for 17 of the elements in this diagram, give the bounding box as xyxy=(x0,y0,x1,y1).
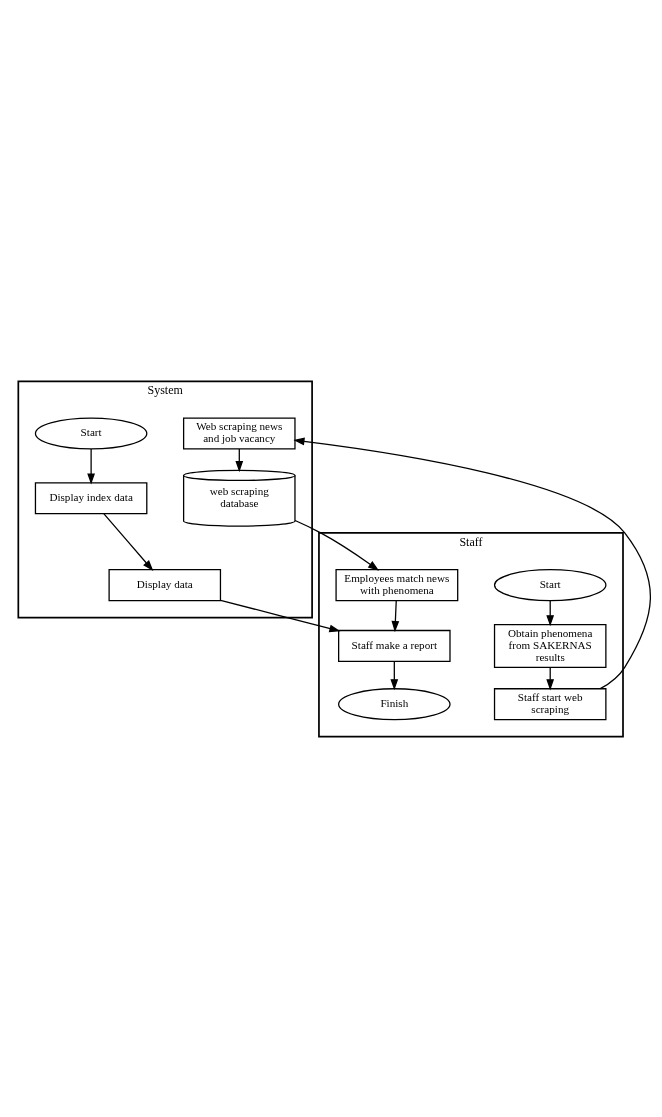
node-box: Staff start web scraping xyxy=(493,687,607,720)
arrow xyxy=(103,512,154,571)
node-box: Display index data xyxy=(34,481,148,514)
node-box: Staff make a report xyxy=(338,629,451,662)
node-ellipse: Start xyxy=(493,568,607,601)
node-box: Employees match news with phenomena xyxy=(335,568,459,601)
arrow xyxy=(220,599,341,632)
arrow xyxy=(391,599,400,632)
node-box: Obtain phenomena from SAKERNAS results xyxy=(493,623,607,668)
arrow xyxy=(87,447,96,485)
node-ellipse: Finish xyxy=(338,687,451,720)
arrow xyxy=(294,519,380,571)
node-box: Display data xyxy=(108,568,222,601)
arrow xyxy=(390,660,399,690)
node-box: Web scraping news and job vacancy xyxy=(183,416,296,450)
node-ellipse: Start xyxy=(34,416,148,450)
arrow xyxy=(293,437,651,689)
